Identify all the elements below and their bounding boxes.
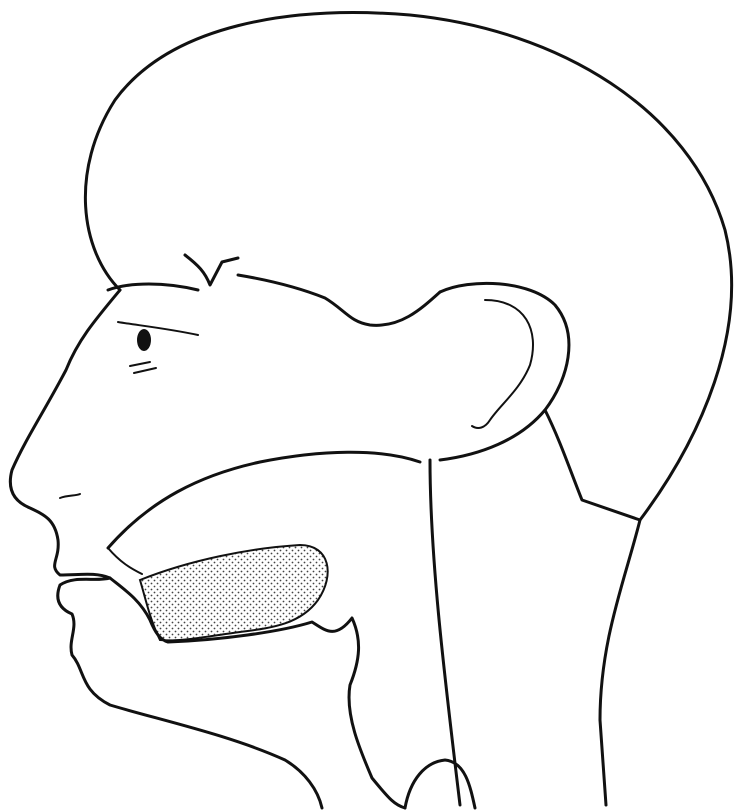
- eye-lid: [118, 322, 198, 335]
- laryngeal-prominence: [405, 760, 475, 808]
- upper-jaw-contour: [108, 548, 142, 574]
- nostril: [60, 494, 80, 498]
- temple-line: [238, 275, 440, 325]
- cheek-line: [108, 452, 420, 548]
- neck-front-line: [430, 460, 460, 805]
- brow-ridge: [185, 255, 238, 285]
- ear-outline: [440, 283, 569, 460]
- skull-outline: [85, 13, 731, 805]
- eyebrow: [108, 284, 198, 290]
- ear-inner-fold: [472, 300, 533, 428]
- eye-pupil: [137, 329, 151, 351]
- neck-back-line: [545, 410, 640, 520]
- eye-crease-lines: [130, 362, 156, 373]
